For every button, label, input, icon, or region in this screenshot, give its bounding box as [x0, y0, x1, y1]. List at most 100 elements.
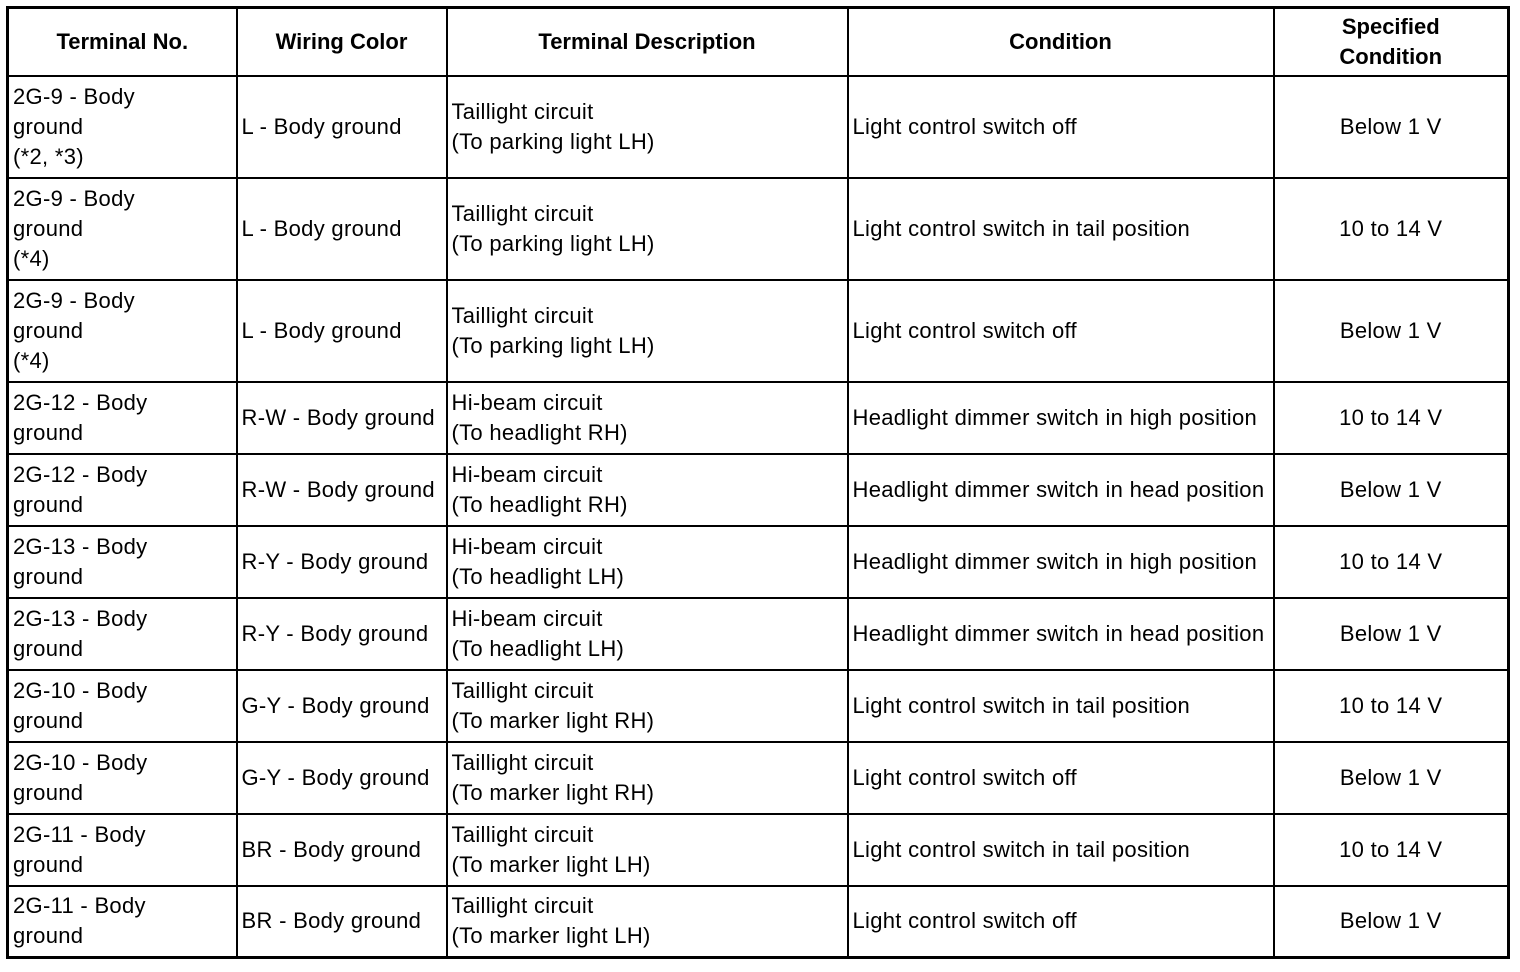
cell-specified-condition: 10 to 14 V — [1272, 176, 1510, 281]
terminal-description-line: (To marker light LH) — [451, 923, 651, 949]
cell-specified-condition: Below 1 V — [1272, 452, 1510, 527]
cell-specified-condition: Below 1 V — [1272, 74, 1510, 179]
cell-terminal-description: Hi-beam circuit(To headlight RH) — [445, 452, 849, 527]
cell-specified-condition: 10 to 14 V — [1272, 668, 1510, 743]
terminal-no-line: ground — [13, 851, 84, 877]
cell-condition: Light control switch in tail position — [846, 668, 1275, 743]
cell-condition: Light control switch in tail position — [846, 176, 1275, 281]
terminal-no-line: (*4) — [13, 245, 50, 271]
cell-wiring-color: R-Y - Body ground — [235, 596, 448, 671]
cell-terminal-no: 2G-9 - Body ground (*4) — [6, 176, 238, 281]
cell-specified-condition: 10 to 14 V — [1272, 380, 1510, 455]
table-header: Terminal No. Wiring Color Terminal Descr… — [6, 6, 1510, 77]
cell-terminal-description: Taillight circuit (To marker light LH) — [445, 812, 849, 887]
cell-wiring-color: BR - Body ground — [235, 884, 448, 959]
cell-wiring-color: L - Body ground — [235, 176, 448, 281]
cell-terminal-description: Hi-beam circuit (To headlight LH) — [445, 524, 849, 599]
header-condition: Condition — [846, 6, 1275, 77]
cell-condition: Headlight dimmer switch in head position — [846, 452, 1275, 527]
terminal-spec-sheet: Terminal No. Wiring Color Terminal Descr… — [6, 6, 1510, 959]
terminal-description-line: Taillight circuit — [451, 677, 594, 703]
terminal-description-line: Taillight circuit — [451, 821, 594, 847]
cell-condition: Headlight dimmer switch in head position — [846, 596, 1275, 671]
cell-terminal-description: Taillight circuit (To marker light RH) — [445, 740, 849, 815]
terminal-description-line: Hi-beam circuit — [451, 533, 603, 559]
terminal-no-line: 2G-10 - Body — [13, 677, 148, 703]
terminal-no-line: 2G-10 - Body — [13, 749, 148, 775]
cell-terminal-description: Taillight circuit (To marker light RH) — [445, 668, 849, 743]
terminal-no-line: ground — [13, 707, 84, 733]
cell-specified-condition: Below 1 V — [1272, 596, 1510, 671]
terminal-no-line: ground — [13, 563, 84, 589]
cell-wiring-color: L - Body ground — [235, 74, 448, 179]
header-specified-condition-line2: Condition — [1339, 43, 1443, 69]
cell-condition: Light control switch off — [846, 740, 1275, 815]
terminal-no-line: 2G-12 - Body — [13, 389, 148, 415]
terminal-no-line: ground — [13, 635, 84, 661]
cell-wiring-color: R-W - Body ground — [235, 380, 448, 455]
cell-specified-condition: Below 1 V — [1272, 884, 1510, 959]
terminal-description-line: (To headlight LH) — [451, 563, 625, 589]
terminal-description-line: (To headlight RH) — [451, 419, 628, 445]
terminal-description-line: Taillight circuit — [451, 749, 594, 775]
terminal-description-line: Taillight circuit — [451, 200, 594, 226]
cell-condition: Light control switch off — [846, 884, 1275, 959]
terminal-description-line: Hi-beam circuit — [451, 605, 603, 631]
terminal-no-line: ground — [13, 419, 84, 445]
terminal-description-line: (To parking light LH) — [451, 230, 655, 256]
terminal-voltage-table: Terminal No. Wiring Color Terminal Descr… — [6, 6, 1510, 959]
cell-wiring-color: R-Y - Body ground — [235, 524, 448, 599]
cell-wiring-color: G-Y - Body ground — [235, 668, 448, 743]
terminal-no-line: ground — [13, 215, 84, 241]
terminal-no-line: 2G-9 - Body — [13, 185, 135, 211]
terminal-description-line: Taillight circuit — [451, 98, 594, 124]
terminal-no-line: (*2, *3) — [13, 143, 84, 169]
cell-wiring-color: BR - Body ground — [235, 812, 448, 887]
cell-condition: Light control switch off — [846, 278, 1275, 383]
cell-condition: Light control switch in tail position — [846, 812, 1275, 887]
cell-wiring-color: G-Y - Body ground — [235, 740, 448, 815]
terminal-description-line: Taillight circuit — [451, 893, 594, 919]
terminal-no-line: ground — [13, 113, 84, 139]
terminal-no-line: 2G-9 - Body — [13, 287, 135, 313]
terminal-no-line: 2G-13 - Body — [13, 533, 148, 559]
cell-terminal-description: Hi-beam circuit (To headlight LH) — [445, 596, 849, 671]
terminal-no-line: ground — [13, 491, 84, 517]
terminal-no-line: 2G-11 - Body — [13, 821, 146, 847]
cell-terminal-description: Taillight circuit (To parking light LH) — [445, 278, 849, 383]
cell-terminal-no: 2G-11 - Body ground — [6, 812, 238, 887]
cell-terminal-no: 2G-12 - Body ground — [6, 380, 238, 455]
cell-wiring-color: R-W - Body ground — [235, 452, 448, 527]
cell-wiring-color: L - Body ground — [235, 278, 448, 383]
terminal-description-line: (To marker light RH) — [451, 779, 655, 805]
terminal-description-line: (To headlight LH) — [451, 635, 625, 661]
terminal-no-line: (*4) — [13, 347, 50, 373]
terminal-description-line: (To marker light LH) — [451, 851, 651, 877]
cell-terminal-description: Taillight circuit (To parking light LH) — [445, 74, 849, 179]
cell-specified-condition: 10 to 14 V — [1272, 524, 1510, 599]
header-specified-condition-line1: Specified — [1341, 13, 1440, 39]
table-body: 2G-9 - Body ground (*2, *3) L - Body ground… — [6, 74, 1510, 959]
header-terminal-description: Terminal Description — [445, 6, 849, 77]
terminal-description-line: Taillight circuit — [451, 302, 594, 328]
terminal-description-line: (To parking light LH) — [451, 332, 655, 358]
cell-terminal-description: Hi-beam circuit(To headlight RH) — [445, 380, 849, 455]
cell-condition: Headlight dimmer switch in high position — [846, 380, 1275, 455]
cell-terminal-no: 2G-10 - Body ground — [6, 668, 238, 743]
cell-condition: Headlight dimmer switch in high position — [846, 524, 1275, 599]
terminal-no-line: ground — [13, 923, 84, 949]
header-row: Terminal No. Wiring Color Terminal Descr… — [6, 6, 1510, 77]
terminal-description-line: (To marker light RH) — [451, 707, 655, 733]
terminal-description-line: (To parking light LH) — [451, 128, 655, 154]
